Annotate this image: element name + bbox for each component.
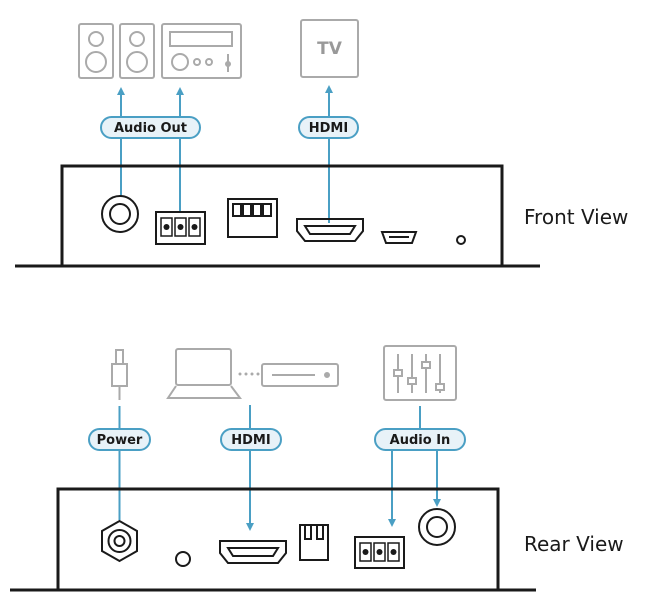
audio-mixer-icon [383, 345, 457, 401]
front-connection-lines [117, 85, 333, 223]
front-terminal-block-port [155, 211, 206, 245]
power-label: Power [88, 428, 151, 451]
hdmi-input-text: HDMI [231, 433, 270, 448]
front-status-led [456, 235, 466, 245]
front-view-caption: Front View [524, 205, 628, 229]
rear-service-port [299, 524, 329, 561]
front-view: TV Audio Out HDMI [15, 19, 628, 268]
laptop-icon [166, 348, 242, 399]
rear-chassis [10, 487, 536, 592]
audio-in-label: Audio In [374, 428, 466, 451]
power-text: Power [97, 433, 143, 448]
connection-dots [238, 372, 260, 376]
rear-view-caption: Rear View [524, 532, 624, 556]
hdmi-input-label: HDMI [220, 428, 282, 451]
rear-status-led [175, 551, 191, 567]
audio-out-label: Audio Out [100, 116, 201, 139]
hdmi-output-text: HDMI [309, 121, 348, 136]
front-hdmi-port [296, 218, 364, 242]
front-rj45-port [227, 198, 278, 238]
audio-in-text: Audio In [390, 433, 451, 448]
rear-connection-lines [118, 405, 441, 531]
hdmi-output-label: HDMI [298, 116, 359, 139]
front-micro-usb-port [380, 231, 418, 244]
rear-hdmi-port [219, 540, 287, 564]
rear-power-port [101, 519, 138, 563]
tv-label: TV [317, 39, 343, 59]
audio-out-text: Audio Out [114, 121, 187, 136]
speakers-icon [78, 23, 155, 79]
amplifier-icon [161, 23, 242, 79]
tv-icon: TV [300, 19, 359, 78]
rear-terminal-block-port [354, 536, 405, 569]
rear-audio-jack-port [418, 508, 456, 546]
media-player-icon [261, 363, 339, 387]
rear-view: Power HDMI Audio In [10, 345, 624, 592]
front-audio-jack-port [101, 195, 139, 233]
power-adapter-icon [111, 349, 128, 400]
front-chassis [15, 164, 540, 268]
